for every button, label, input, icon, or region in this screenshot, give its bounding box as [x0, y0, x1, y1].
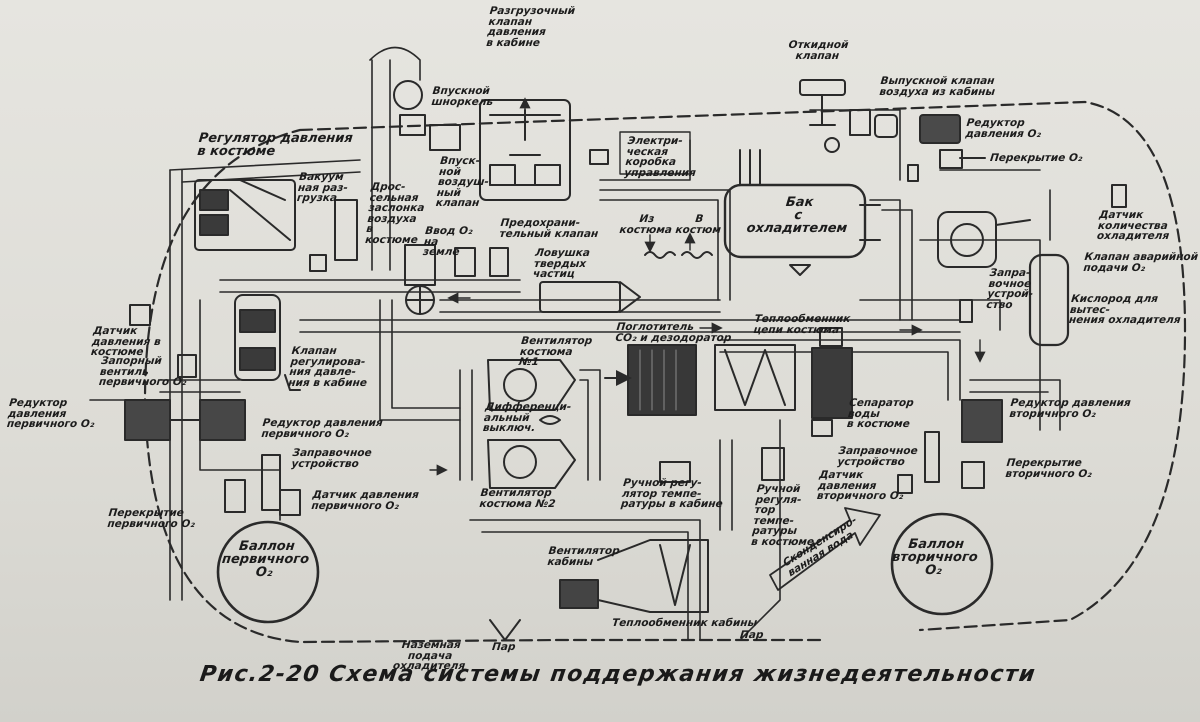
label-steam-left: Пар	[491, 641, 517, 653]
snorkel-port	[393, 80, 423, 110]
label-primary-reducer-left: Редуктор давления первичного O₂	[6, 397, 96, 430]
label-suit-fan-2: Вентилятор костюма №2	[478, 487, 557, 510]
label-primary-shutoff: Перекрытие первичного O₂	[106, 507, 196, 530]
label-inlet-snorkel: Впускной шноркель	[430, 85, 494, 108]
label-manual-temp-suit: Ручной регуля- тор темпе- ратуры в костю…	[750, 483, 815, 548]
label-secondary-pressure-sensor: Датчик давления вторичного O₂	[816, 469, 904, 502]
label-emergency-o2-valve: Клапан аварийной подачи O₂	[1082, 251, 1199, 274]
label-secondary-tank: Баллон вторичного O₂	[891, 537, 979, 578]
primary-o2-tank	[216, 520, 320, 624]
label-suit-pressure-sensor: Датчик давления в костюме	[90, 325, 162, 358]
figure-caption: Рис.2-20 Схема системы поддержания жизне…	[198, 662, 1038, 687]
secondary-o2-tank	[890, 512, 994, 616]
label-suit-heat-exchanger: Теплообменник цепи костюма	[752, 313, 851, 336]
condensed-water-arrow	[769, 507, 881, 591]
label-secondary-shutoff: Перекрытие вторичного O₂	[1004, 457, 1093, 480]
label-ground-o2-inlet: Ввод O₂ на земле	[422, 225, 474, 258]
label-primary-tank: Баллон первичного O₂	[221, 539, 310, 580]
label-safety-valve: Предохрани- тельный клапан	[498, 217, 599, 240]
label-primary-shutoff-valve: Запорный вентиль первичного O₂	[98, 355, 188, 388]
o2-reducer-top	[919, 114, 961, 144]
label-relief-valve: Разгрузочный клапан давления в кабине	[485, 5, 576, 49]
displacement-tank	[1028, 253, 1070, 347]
cabin-fan	[559, 579, 599, 609]
dump-valve	[799, 79, 846, 96]
label-primary-pressure-sensor: Датчик давления первичного O₂	[310, 489, 420, 512]
label-vacuum-breaker: Вакуум ная раз- грузка	[296, 171, 349, 204]
primary-reducer-mid	[199, 399, 246, 441]
label-primary-reducer-mid: Редуктор давления первичного O₂	[260, 417, 384, 440]
label-o2-reducer-top: Редуктор давления O₂	[964, 117, 1042, 140]
label-suit-pressure-regulator: Регулятор давления в костюме	[196, 131, 354, 159]
label-from-suit: Из костюма	[618, 213, 673, 236]
label-solids-trap: Ловушка твердых частиц	[532, 247, 591, 280]
suit-heat-exchanger	[714, 344, 796, 411]
solids-trap	[539, 281, 621, 313]
suit-regulator-body	[194, 179, 296, 251]
label-inlet-air-valve: Впуск- ной воздуш- ный клапан	[435, 155, 490, 209]
label-cabin-heat-exchanger: Теплообменник кабины	[611, 617, 758, 629]
label-to-suit: В костюм	[674, 213, 722, 236]
secondary-reducer	[961, 399, 1003, 443]
label-steam-right: Пар	[739, 629, 765, 641]
water-separator	[811, 347, 853, 419]
label-co2-absorber: Поглотитель CO₂ и дезодоратор	[614, 321, 733, 344]
label-cabin-outflow-valve: Выпускной клапан воздуха из кабины	[878, 75, 996, 98]
flow-arrows	[429, 97, 986, 476]
label-electric-box: Электри- ческая коробка управления	[623, 135, 697, 179]
label-cabin-pressure-reg-valve: Клапан регулирова- ния давле- ния в каби…	[287, 345, 368, 389]
label-diff-pressure-switch: Дифференци- альный выключ.	[482, 401, 572, 434]
label-fill-device-secondary: Заправочное устройство	[836, 445, 919, 468]
electric-box	[619, 131, 691, 175]
cabin-heat-exchanger	[597, 539, 709, 613]
emergency-o2-valve	[937, 211, 997, 268]
label-suit-fan-1: Вентилятор костюма №1	[518, 335, 593, 368]
coolant-tank	[723, 183, 867, 259]
label-water-separator: Сепаратор воды в костюме	[846, 397, 915, 430]
label-secondary-reducer: Редуктор давления вторичного O₂	[1008, 397, 1132, 420]
label-coolant-qty-sensor: Датчик количества охладителя	[1096, 209, 1170, 242]
outflow-valve	[874, 114, 898, 138]
label-manual-temp-cabin: Ручной регу- лятор темпе- ратуры в кабин…	[620, 477, 724, 510]
label-fill-device-left: Заправочное устройство	[290, 447, 373, 470]
label-fill-device-right: Запра- вочное устрой- ство	[985, 267, 1034, 311]
suit-fan-2	[487, 439, 576, 489]
label-throttle-air-suit: Дрос- сельная заслонка воздуха в костюме	[364, 181, 425, 246]
label-coolant-tank: Бак с охладителем	[745, 195, 848, 236]
label-cabin-fan: Вентилятор кабины	[546, 545, 621, 568]
label-o2-shutoff-top: Перекрытие O₂	[989, 152, 1084, 164]
suit-fan-1	[487, 359, 576, 411]
label-dump-valve: Откидной клапан	[787, 39, 850, 62]
label-o2-coolant-displacement: Кислород для вытес- нения охладителя	[1068, 293, 1182, 326]
co2-absorber	[627, 344, 697, 416]
primary-reducer-left	[124, 399, 171, 441]
